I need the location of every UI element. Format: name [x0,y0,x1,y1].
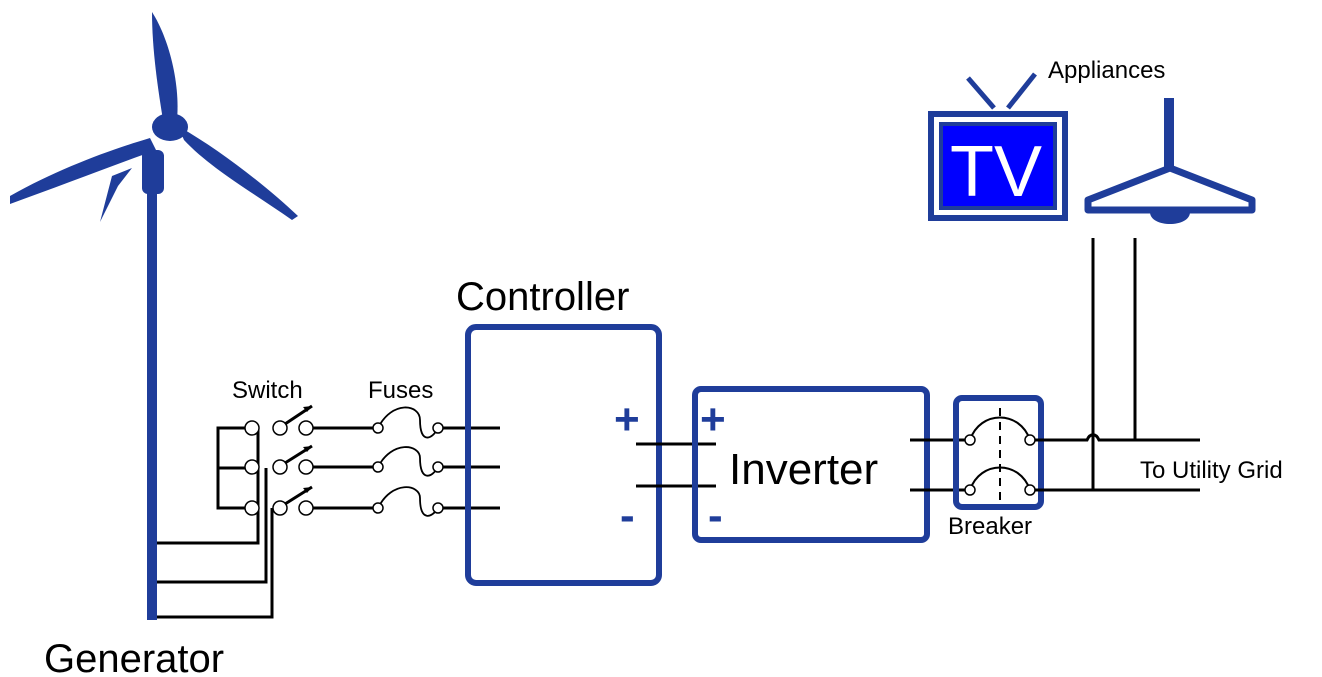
turbine-blade-right [178,126,298,220]
switch-label: Switch [232,377,303,404]
fuses [372,406,500,517]
lamp-appliance [1084,98,1256,224]
switch-common-bus [216,426,245,510]
inverter-label: Inverter [729,445,878,494]
fuse-1 [372,406,500,439]
turbine-blade-left [10,138,156,204]
breaker-label: Breaker [948,513,1032,540]
turbine-hub [152,113,188,141]
turbine-tail [100,168,132,222]
turbine-tower [147,150,157,620]
fuse-2 [372,446,500,477]
gen-wire-1 [157,430,260,545]
generator-label: Generator [44,637,224,677]
utility-grid-label: To Utility Grid [1140,457,1283,484]
breaker-box [953,395,1044,510]
appliances-label: Appliances [1048,57,1165,84]
controller-box [465,324,662,586]
breaker [953,395,1044,510]
controller-label: Controller [456,275,629,319]
inverter-plus-sign: + [700,395,726,444]
switch-row-3 [244,485,380,516]
turbine-blade-top [152,12,178,128]
inverter-box [692,386,930,543]
inverter-minus-sign: - [708,491,723,540]
gen-wire-3 [157,508,274,619]
wind-turbine [10,12,298,620]
tv-label: TV [950,132,1042,212]
fuses-label: Fuses [368,377,433,404]
tv-appliance [928,72,1068,221]
turbine-nacelle [142,150,164,194]
switch [244,404,380,516]
fuse-3 [372,486,500,517]
controller-plus-sign: + [614,395,640,444]
gen-wire-2 [157,468,268,584]
switch-row-1 [244,404,380,436]
generator-wires [157,426,274,619]
grid-wires [1035,238,1200,492]
controller-minus-sign: - [620,491,635,540]
tv-screen [939,122,1057,210]
switch-row-2 [244,444,380,475]
